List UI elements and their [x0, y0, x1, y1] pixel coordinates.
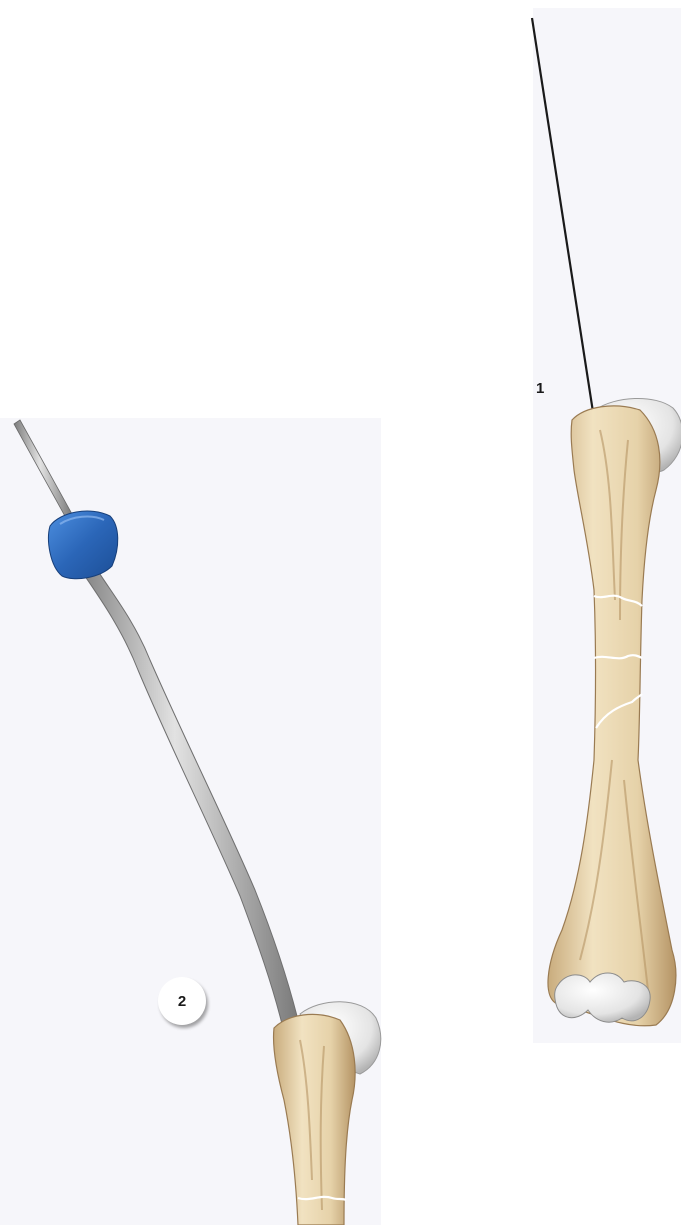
step-2-badge: 2: [158, 977, 206, 1025]
humerus-full: [548, 398, 681, 1025]
step-1-label: 1: [536, 380, 544, 397]
reamer-flexible-shaft: [74, 550, 298, 1024]
humerus-proximal: [273, 1002, 380, 1225]
step-2-illustration: [14, 420, 381, 1225]
step-2-label: 2: [178, 993, 186, 1010]
reamer-handle: [49, 511, 118, 579]
humerus-shaft: [548, 406, 676, 1026]
proximal-shaft: [273, 1014, 355, 1225]
guide-wire: [532, 18, 593, 412]
step-1-illustration: [532, 18, 681, 1026]
reamer-tip: [14, 420, 72, 518]
